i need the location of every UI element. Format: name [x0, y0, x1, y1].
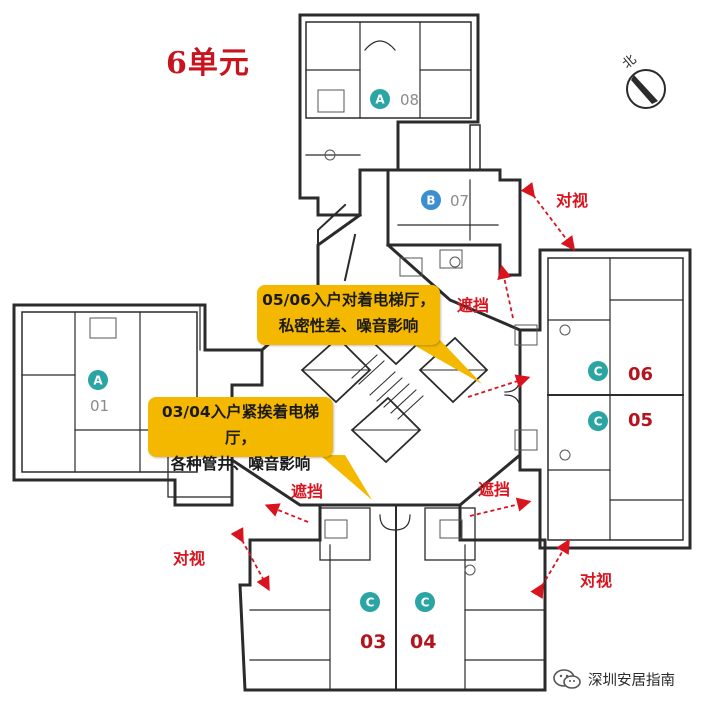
page-title: 6单元	[166, 46, 250, 81]
facing-arrow-02-03	[230, 527, 270, 592]
blocking-arrow-05	[469, 497, 532, 517]
callout-pointer-bottom	[320, 455, 372, 500]
facing-label: 对视	[556, 191, 588, 210]
unit-badge-letter: A	[375, 93, 385, 107]
blocking-arrow-02	[264, 503, 309, 523]
callout-05-06: 05/06入户对着电梯厅， 私密性差、噪音影响	[257, 285, 440, 345]
watermark-text: 深圳安居指南	[588, 672, 675, 689]
watermark: 深圳安居指南	[552, 668, 675, 690]
unit-badge-letter: A	[93, 374, 103, 388]
annotation-labels: 对视 遮挡 遮挡 遮挡 对视 对视	[173, 191, 612, 590]
facing-label: 对视	[580, 571, 612, 590]
unit-number: 01	[90, 397, 109, 415]
compass: 北	[620, 52, 666, 109]
callout-line: 各种管井、噪音影响	[170, 455, 311, 473]
unit-number: 07	[450, 192, 469, 210]
callout-03-04: 03/04入户紧挨着电梯厅， 各种管井、噪音影响	[148, 397, 333, 473]
unit-number: 08	[400, 91, 419, 109]
facing-label: 对视	[173, 549, 205, 568]
unit-badge-letter: B	[426, 194, 435, 208]
unit-number: 05	[628, 410, 653, 431]
blocking-label: 遮挡	[478, 480, 510, 499]
sightline-arrows	[230, 182, 576, 599]
unit-badge-letter: C	[594, 365, 603, 379]
unit-badge	[370, 89, 390, 109]
unit-markers: A08B07A0102C06C05C03C04	[88, 89, 653, 653]
blocking-label: 遮挡	[291, 482, 323, 501]
unit-badge-letter: C	[366, 596, 375, 610]
wechat-icon	[553, 669, 581, 689]
callout-line: 03/04入户紧挨着电梯厅，	[161, 403, 320, 447]
unit-badge	[360, 592, 380, 612]
unit-badge-letter: C	[594, 415, 603, 429]
compass-label: 北	[620, 52, 640, 72]
unit-badge	[588, 361, 608, 381]
fixtures	[89, 89, 571, 576]
entry-arrow-06	[467, 374, 531, 398]
unit-number: 06	[628, 364, 653, 385]
callout-pointer-top	[405, 340, 482, 384]
blocking-label: 遮挡	[457, 296, 489, 315]
callout-line: 私密性差、噪音影响	[278, 317, 419, 335]
walls	[12, 13, 692, 692]
unit-badge	[88, 370, 108, 390]
unit-badge	[415, 592, 435, 612]
callout-line: 05/06入户对着电梯厅，	[262, 291, 435, 309]
blocking-arrow-06	[497, 264, 514, 319]
unit-badge-letter: C	[421, 596, 430, 610]
north-arrow-icon	[626, 69, 666, 109]
facing-arrow-05-04	[530, 538, 570, 599]
unit-number: 03	[360, 631, 386, 653]
unit-badge	[588, 411, 608, 431]
unit-badge	[421, 190, 441, 210]
unit-number: 04	[410, 631, 436, 653]
